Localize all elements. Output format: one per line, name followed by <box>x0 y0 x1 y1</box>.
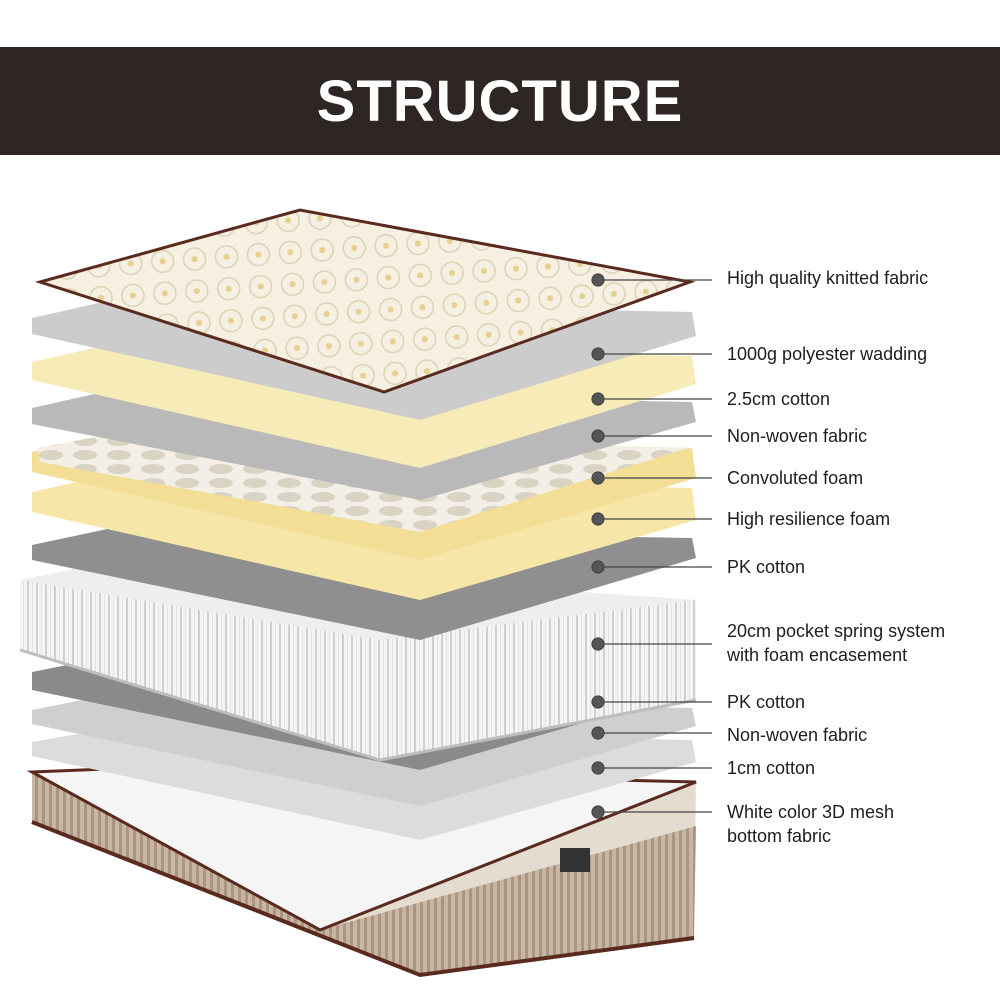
marker-dot <box>591 560 605 574</box>
marker-dot <box>591 273 605 287</box>
marker-dot <box>591 392 605 406</box>
marker-dot <box>591 637 605 651</box>
marker-dot <box>591 347 605 361</box>
marker-dot <box>591 695 605 709</box>
label-knitted-fabric: High quality knitted fabric <box>727 268 929 288</box>
layer-knitted-fabric <box>34 208 696 394</box>
brand-label-icon <box>560 848 590 872</box>
marker-dot <box>591 429 605 443</box>
page-title: STRUCTURE <box>316 68 684 134</box>
leader-lines <box>591 273 712 819</box>
marker-dot <box>591 512 605 526</box>
label-pk-cotton-bottom: PK cotton <box>727 692 806 712</box>
marker-dot <box>591 726 605 740</box>
label-pk-cotton-top: PK cotton <box>727 557 806 577</box>
label-mesh-bottom-fabric: White color 3D mesh bottom fabric <box>727 802 895 846</box>
marker-dot <box>591 761 605 775</box>
label-non-woven-fabric-bottom: Non-woven fabric <box>727 725 868 745</box>
label-cotton-1cm: 1cm cotton <box>727 758 816 778</box>
label-non-woven-fabric-top: Non-woven fabric <box>727 426 868 446</box>
label-polyester-wadding: 1000g polyester wadding <box>727 344 928 364</box>
label-cotton-2-5cm: 2.5cm cotton <box>727 389 831 409</box>
label-high-resilience-foam: High resilience foam <box>727 509 891 529</box>
header-banner: STRUCTURE <box>0 47 1000 155</box>
marker-dot <box>591 471 605 485</box>
marker-dot <box>591 805 605 819</box>
label-pocket-spring-system: 20cm pocket spring system with foam enca… <box>727 621 946 665</box>
label-convoluted-foam: Convoluted foam <box>727 468 864 488</box>
